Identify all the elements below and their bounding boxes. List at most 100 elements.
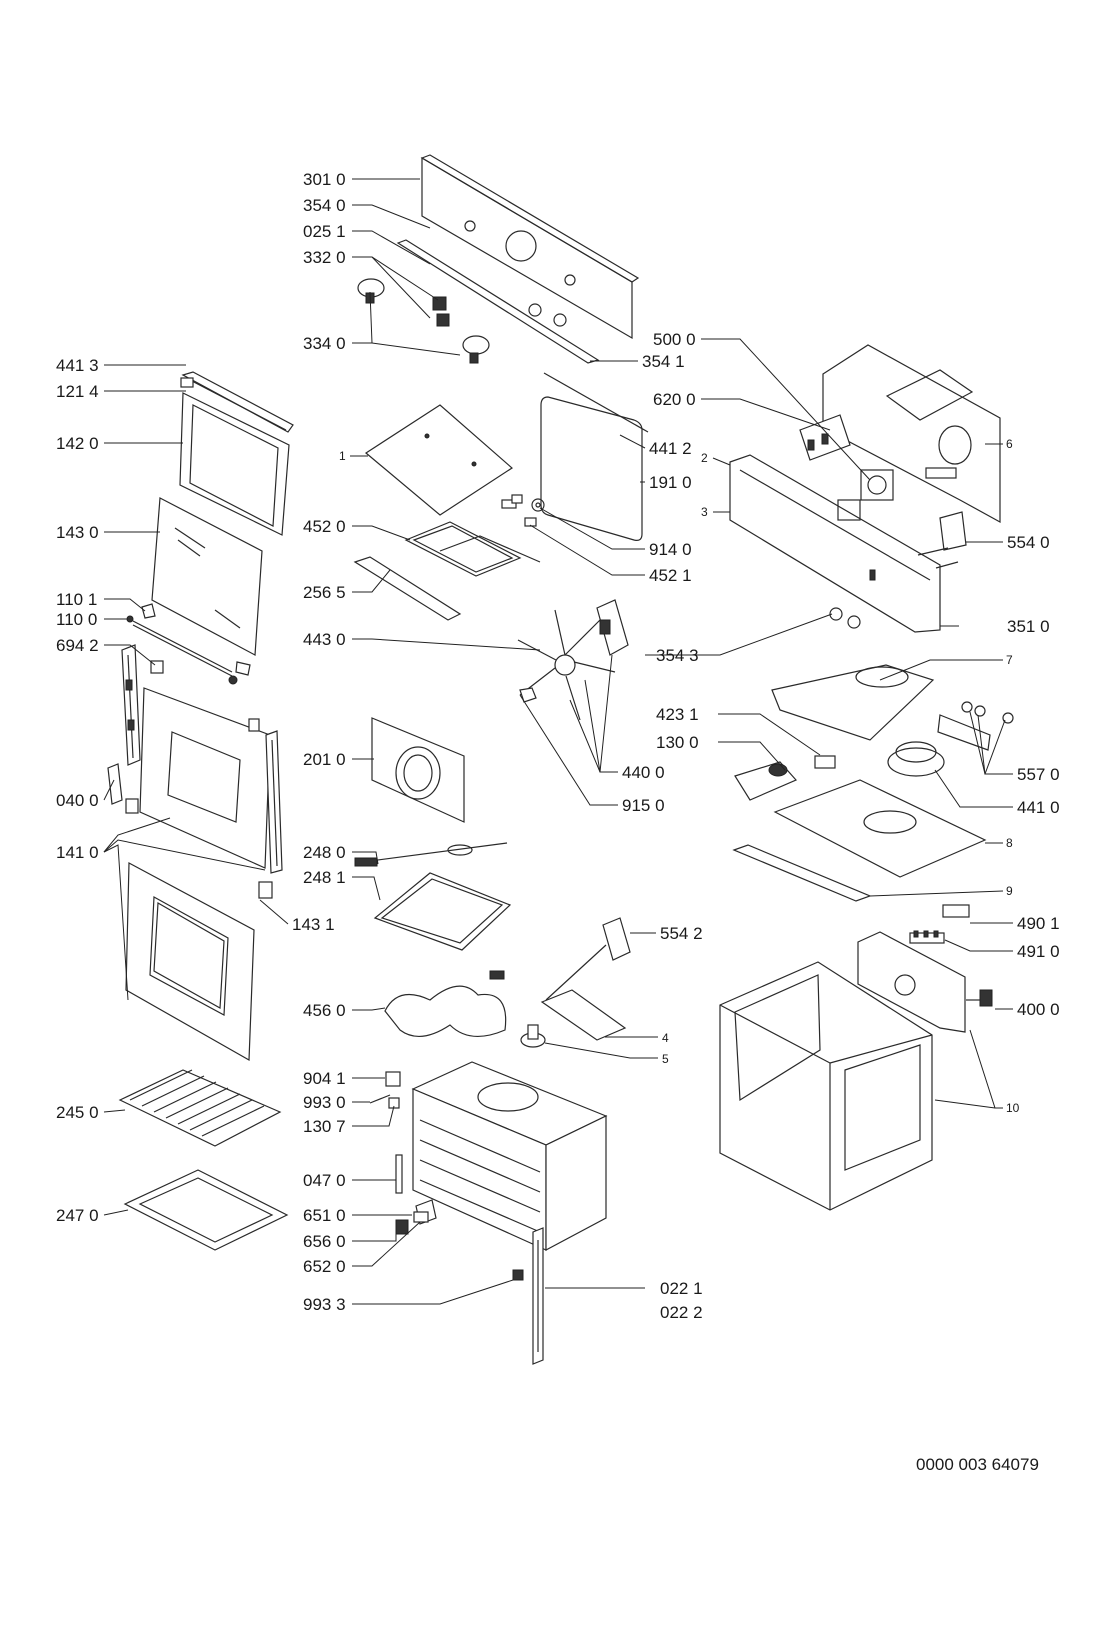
front-trim <box>732 844 872 902</box>
convection-fan-blade <box>517 609 616 721</box>
label-651-0: 651 0 <box>303 1206 346 1225</box>
cooling-fan <box>887 741 945 777</box>
label-10: 10 <box>1006 1101 1020 1115</box>
label-652-0: 652 0 <box>303 1257 346 1276</box>
label-110-0: 110 0 <box>56 610 97 629</box>
label-110-1: 110 1 <box>56 590 97 609</box>
motor-assembly <box>734 761 797 801</box>
label-2: 2 <box>701 451 708 465</box>
door-outer-panel <box>125 862 255 1062</box>
label-022-2: 022 2 <box>660 1303 703 1322</box>
label-354-1: 354 1 <box>642 352 685 371</box>
door-seal-gasket <box>540 396 643 541</box>
control-panel-fascia <box>420 154 640 340</box>
door-frame-bracket-left <box>107 763 139 814</box>
timer-unit <box>860 469 894 501</box>
label-301-0: 301 0 <box>303 170 346 189</box>
label-245-0: 245 0 <box>56 1103 99 1122</box>
label-993-3: 993 3 <box>303 1295 346 1314</box>
label-332-0: 332 0 <box>303 248 346 267</box>
rear-panel-plate <box>857 931 966 1033</box>
label-993-0: 993 0 <box>303 1093 346 1112</box>
hinge-rod <box>132 620 251 685</box>
label-440-0: 440 0 <box>622 763 665 782</box>
door-side-rail-left <box>121 644 141 766</box>
label-130-0: 130 0 <box>656 733 699 752</box>
label-191-0: 191 0 <box>649 473 692 492</box>
top-heating-element <box>404 521 541 577</box>
label-441-0: 441 0 <box>1017 798 1060 817</box>
label-694-2: 694 2 <box>56 636 99 655</box>
oven-cavity <box>411 1061 608 1251</box>
rear-fan-cover <box>371 717 465 823</box>
control-knob-pair <box>432 296 450 327</box>
label-915-0: 915 0 <box>622 796 665 815</box>
cavity-rail <box>395 1154 403 1194</box>
terminal-block <box>814 755 836 769</box>
label-500-0: 500 0 <box>653 330 696 349</box>
label-914-0: 914 0 <box>649 540 692 559</box>
label-354-0: 354 0 <box>303 196 346 215</box>
label-047-0: 047 0 <box>303 1171 346 1190</box>
label-040-0: 040 0 <box>56 791 99 810</box>
label-7: 7 <box>1006 653 1013 667</box>
drawing-number: 0000 003 64079 <box>916 1455 1039 1474</box>
label-334-0: 334 0 <box>303 334 346 353</box>
label-9: 9 <box>1006 884 1013 898</box>
oven-thermostat <box>545 917 631 1001</box>
label-143-1: 143 1 <box>292 915 335 934</box>
control-panel-frame <box>729 454 941 633</box>
label-400-0: 400 0 <box>1017 1000 1060 1019</box>
fan-motor-seal <box>520 1024 546 1048</box>
label-441-2: 441 2 <box>649 439 692 458</box>
label-5: 5 <box>662 1052 669 1066</box>
cavity-screw <box>369 1094 391 1104</box>
label-8: 8 <box>1006 836 1013 850</box>
door-inner-panel <box>139 687 271 869</box>
label-143-0: 143 0 <box>56 523 99 542</box>
label-351-0: 351 0 <box>1007 617 1050 636</box>
label-490-1: 490 1 <box>1017 914 1060 933</box>
door-side-rail-right <box>258 730 283 899</box>
hinge-bracket <box>126 603 156 623</box>
label-620-0: 620 0 <box>653 390 696 409</box>
label-1: 1 <box>339 449 346 463</box>
label-3: 3 <box>701 505 708 519</box>
element-terminals <box>501 494 537 527</box>
control-knob-left <box>357 278 385 304</box>
label-904-1: 904 1 <box>303 1069 346 1088</box>
label-4: 4 <box>662 1031 669 1045</box>
door-top-trim <box>181 371 294 433</box>
clip-part <box>942 904 970 918</box>
door-runner-strip <box>532 1227 544 1365</box>
selector-switch <box>939 511 967 551</box>
knob-spindles <box>829 607 861 629</box>
label-142-0: 142 0 <box>56 434 99 453</box>
label-443-0: 443 0 <box>303 630 346 649</box>
terminal-connector <box>966 989 993 1007</box>
label-025-1: 025 1 <box>303 222 346 241</box>
oven-roof-panel <box>364 404 513 516</box>
label-554-2: 554 2 <box>660 924 703 943</box>
hob-connector-plate <box>771 664 935 741</box>
door-top-bracket <box>180 377 194 388</box>
control-knob-lower <box>462 335 490 364</box>
label-354-3: 354 3 <box>656 646 699 665</box>
label-557-0: 557 0 <box>1017 765 1060 784</box>
connector-pins <box>937 701 1014 751</box>
fan-motor <box>596 599 629 656</box>
leader-lines <box>103 178 1013 1305</box>
label-656-0: 656 0 <box>303 1232 346 1251</box>
label-022-1: 022 1 <box>660 1279 703 1298</box>
rotisserie-frame <box>373 872 512 951</box>
control-module <box>799 414 851 461</box>
element-nut <box>531 498 545 512</box>
label-491-0: 491 0 <box>1017 942 1060 961</box>
cooling-fan-housing <box>822 344 1001 524</box>
label-247-0: 247 0 <box>56 1206 99 1225</box>
cavity-rear-cover <box>540 989 627 1041</box>
wire-shelf <box>118 1069 282 1147</box>
base-tray <box>773 779 987 878</box>
baking-tray <box>123 1169 289 1251</box>
